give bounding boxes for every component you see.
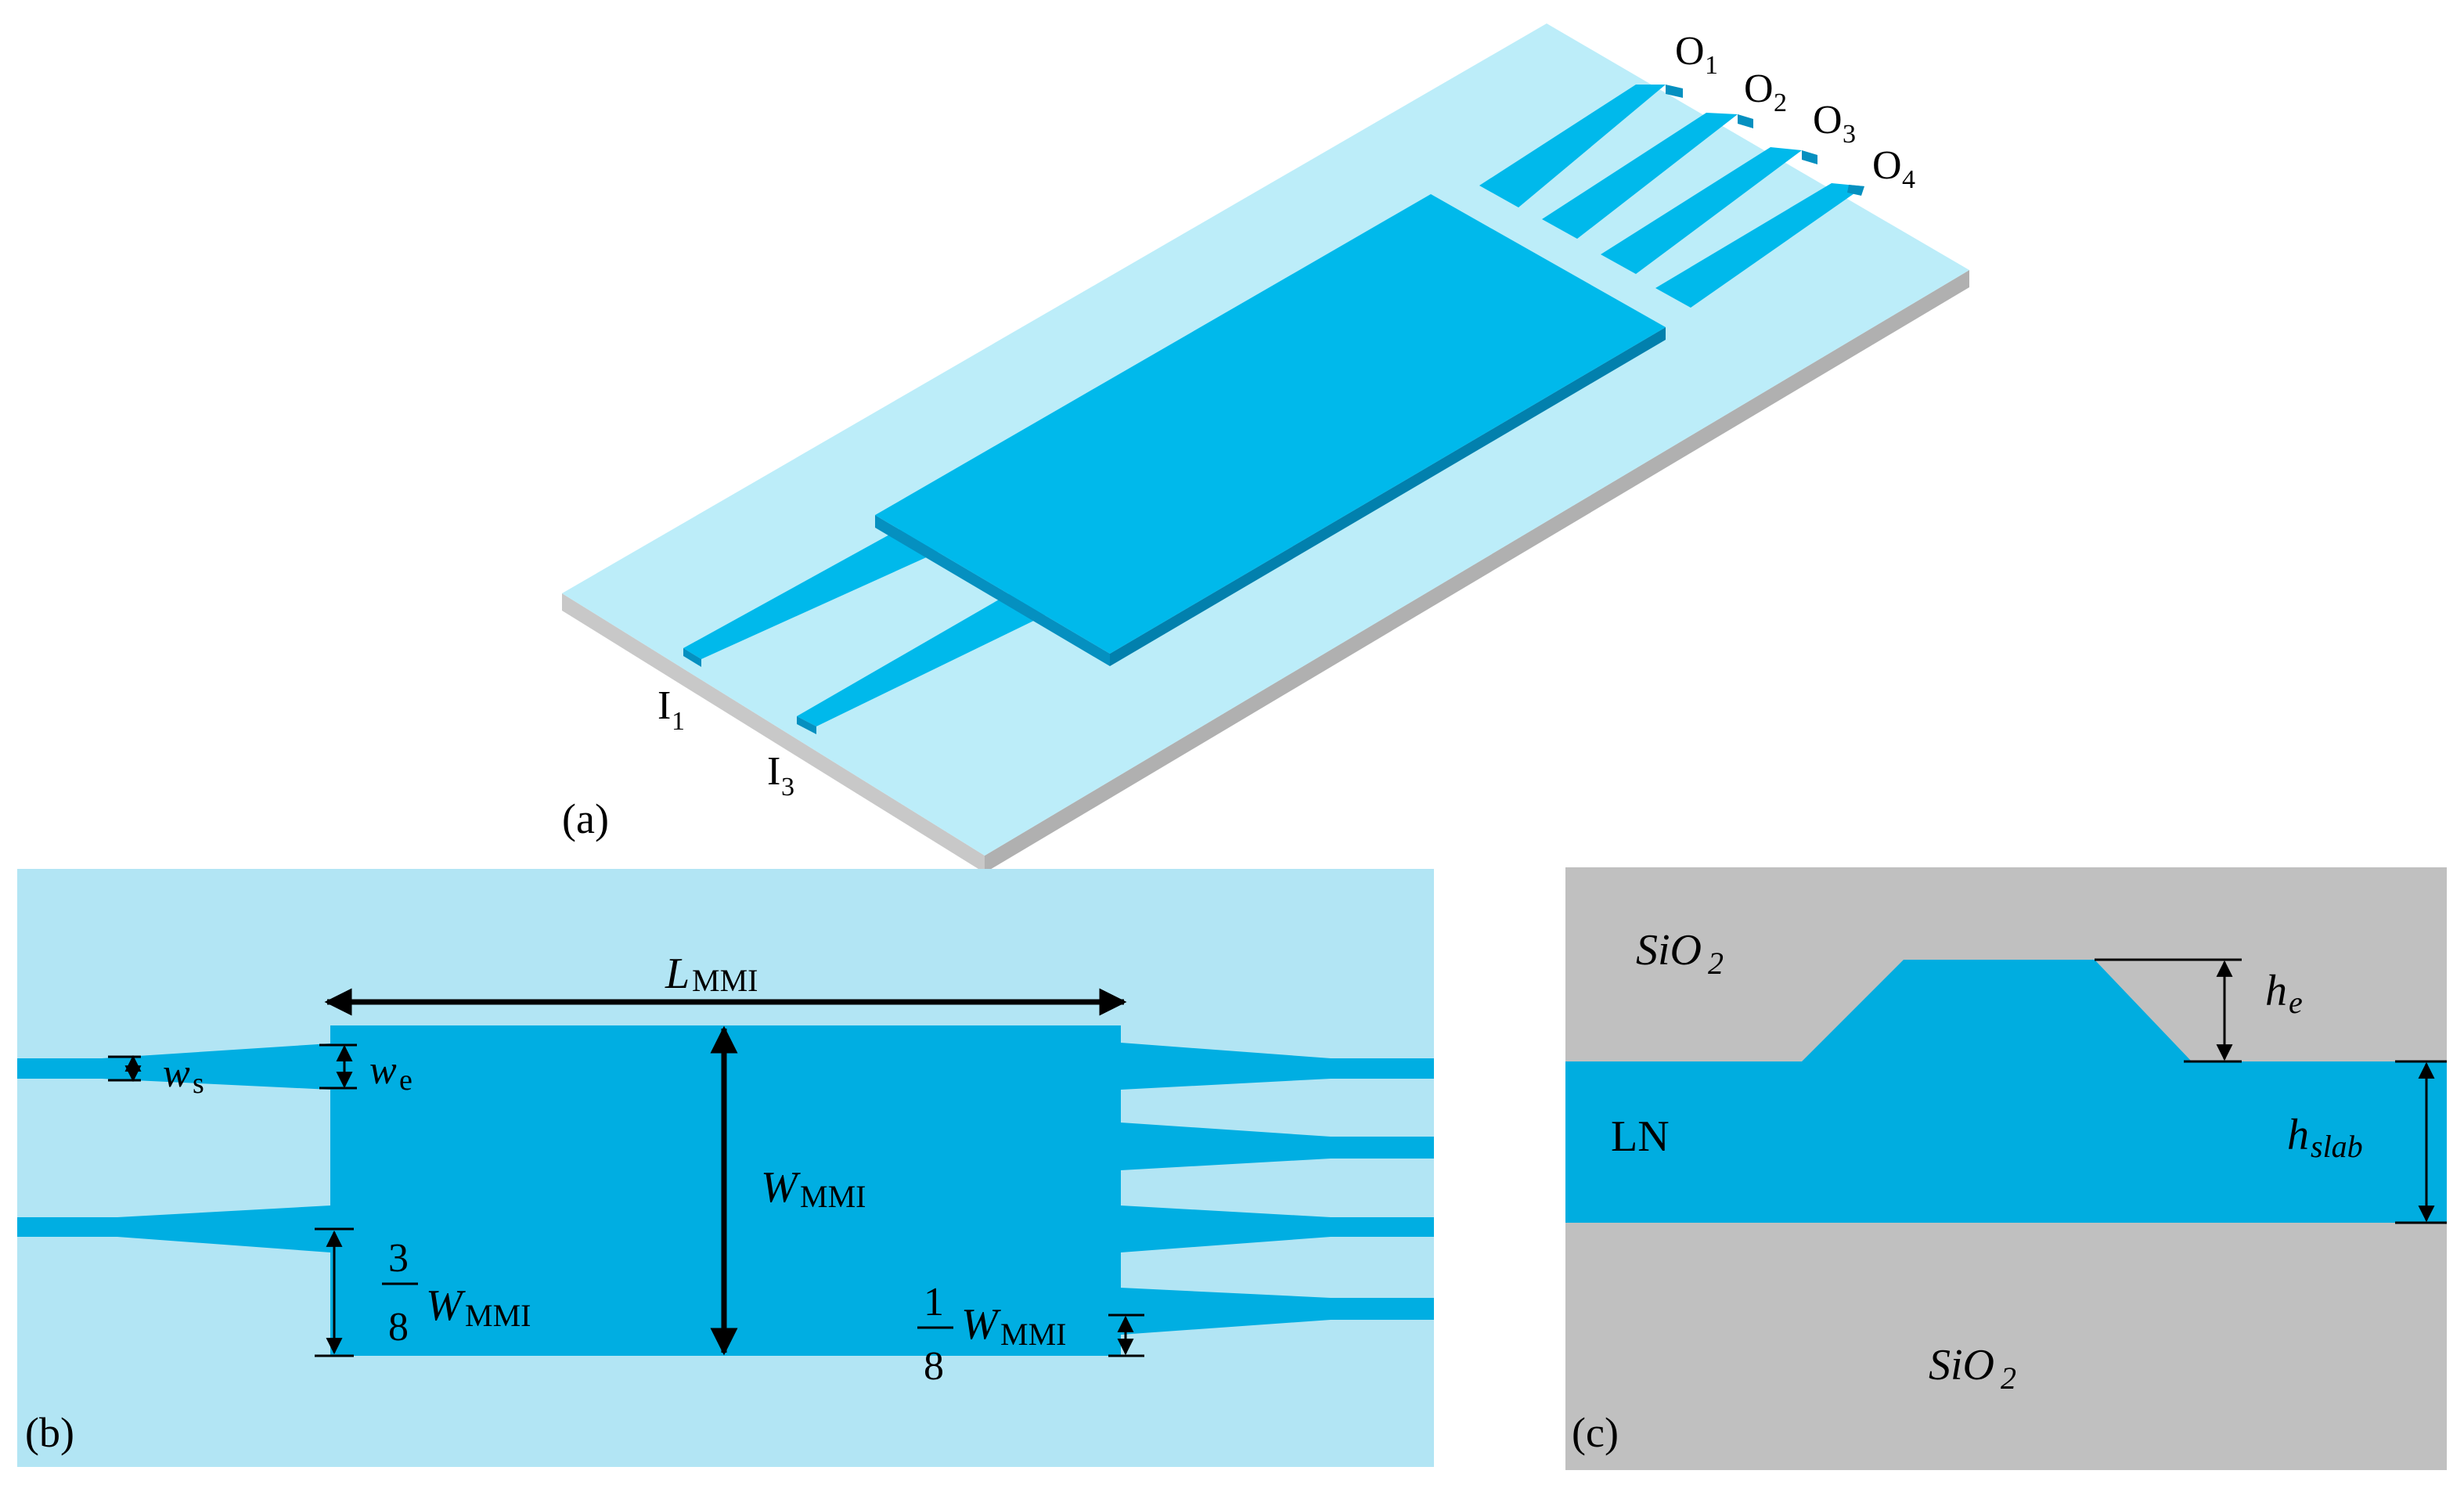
ws-base: w [163,1051,190,1096]
output-waveguide-3 [1121,1205,1434,1252]
ln-ridge [1802,960,2192,1061]
ln-slab [1565,1061,2447,1223]
we-marker [319,1043,357,1090]
ws-sub: s [193,1067,204,1100]
we-sub: e [399,1064,412,1097]
w-mmi-label: W MMI [761,1163,866,1214]
bottom-oxide-sub: 2 [2001,1360,2016,1396]
o3-sub: 3 [1843,120,1856,149]
input-taper-i3 [797,593,1045,726]
l-mmi-label: L MMI [665,950,758,998]
input-label-i1: I 1 [657,683,685,736]
ws-label: w s [163,1051,204,1100]
output-taper-o4 [1655,183,1864,308]
top-oxide-label: SiO 2 [1636,926,1724,981]
frac-1-8-num: 1 [924,1280,944,1324]
frac-3-8-base: W [426,1281,466,1330]
output-label-o3: O 3 [1813,98,1856,149]
bottom-oxide-label: SiO 2 [1929,1341,2016,1396]
output-waveguide-2 [1121,1123,1434,1170]
i3-sub: 3 [781,773,794,802]
input-taper-i1 [683,524,947,659]
l-mmi-base: L [665,950,690,998]
output-label-o1: O 1 [1675,29,1718,80]
i1-base: I [657,683,671,728]
input-stub-i3-front [797,716,816,734]
output-stub-o3 [1802,150,1817,164]
o1-base: O [1675,29,1705,74]
frac-3-8-sub: MMI [465,1298,531,1333]
panel-a: O 1 O 2 O 3 O 4 I 1 I 3 (a) [562,23,1969,873]
i1-sub: 1 [672,707,685,736]
w-mmi-sub: MMI [800,1179,866,1214]
panel-c-tag: (c) [1572,1409,1619,1456]
panel-a-tag: (a) [562,795,609,842]
core-label: LN [1611,1112,1670,1161]
panel-c: h e h slab SiO 2 LN SiO 2 (c) [1565,867,2447,1470]
output-label-o4: O 4 [1872,143,1915,194]
input-label-i3: I 3 [767,749,794,802]
he-sub: e [2289,985,2303,1020]
input-waveguide-bottom [17,1205,330,1252]
o3-base: O [1813,98,1843,142]
hslab-label: h slab [2287,1111,2363,1164]
bottom-oxide-base: SiO [1929,1341,1994,1389]
frac-3-8-den: 8 [388,1305,409,1350]
we-label: w e [369,1048,412,1097]
o1-sub: 1 [1705,51,1718,80]
three-eighths-marker [315,1227,354,1357]
top-oxide-base: SiO [1636,926,1702,975]
hslab-marker [2395,1060,2447,1224]
frac-1-8-den: 8 [924,1344,944,1389]
o2-base: O [1744,67,1774,111]
frac-1-8-sub: MMI [1000,1317,1066,1352]
panel-b-tag: (b) [25,1409,74,1456]
three-eighths-label: 3 8 W MMI [382,1236,531,1350]
output-waveguide-1 [1121,1043,1434,1090]
output-taper-o1 [1479,85,1666,207]
output-taper-o3 [1601,147,1802,274]
panel-b: L MMI W MMI w s w e [17,869,1434,1467]
output-stub-o1 [1666,85,1683,98]
mmi-body-front-edge [875,515,1110,666]
hslab-sub: slab [2311,1129,2363,1164]
w-mmi-base: W [761,1163,801,1212]
output-waveguide-4 [1121,1288,1434,1335]
l-mmi-sub: MMI [692,963,758,998]
ws-marker [108,1054,142,1083]
he-base: h [2265,967,2287,1015]
o2-sub: 2 [1774,88,1787,117]
output-stub-o2 [1738,114,1753,128]
mmi-body-top [875,194,1666,654]
output-label-o2: O 2 [1744,67,1787,117]
o4-sub: 4 [1902,165,1915,194]
he-label: h e [2265,967,2303,1020]
substrate-right-face [985,270,1969,873]
he-marker [2095,958,2242,1063]
mmi-body-right-edge [1110,327,1666,666]
we-base: w [369,1048,397,1093]
substrate-front-face [562,593,985,873]
frac-1-8-base: W [961,1300,1001,1349]
one-eighth-label: 1 8 W MMI [917,1280,1066,1389]
i3-base: I [767,749,780,794]
input-stub-i1-front [683,648,701,667]
input-waveguide-top [17,1043,330,1090]
one-eighth-marker [1108,1314,1144,1357]
hslab-base: h [2287,1111,2309,1159]
o4-base: O [1872,143,1902,188]
output-stub-o4 [1847,185,1864,196]
frac-3-8-num: 3 [388,1236,409,1281]
top-oxide-sub: 2 [1708,946,1724,981]
output-taper-o2 [1542,113,1738,239]
